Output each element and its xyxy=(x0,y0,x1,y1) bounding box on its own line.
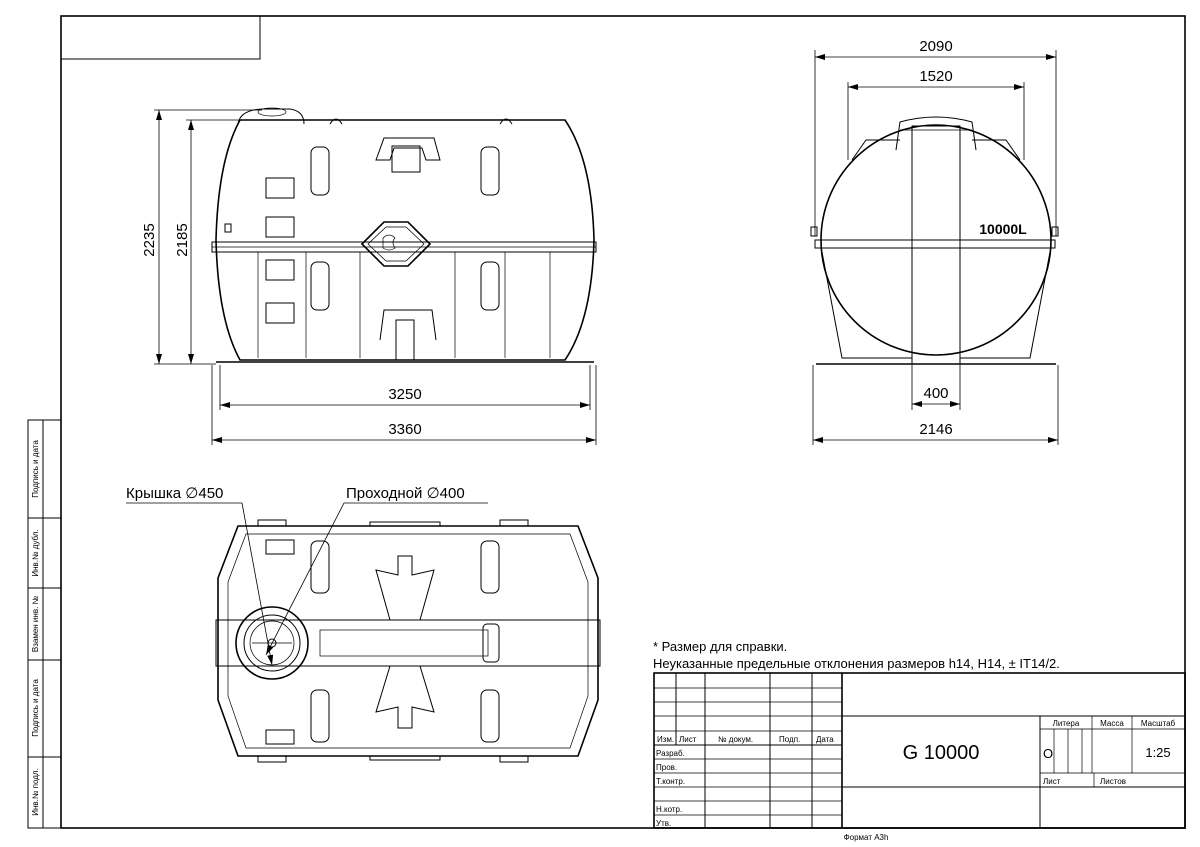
side-stamp-label-1: Подпись и дата xyxy=(31,440,40,498)
top-view-callouts: Крышка ∅450 Проходной ∅400 xyxy=(126,485,488,666)
tank-capacity-label: 10000L xyxy=(979,221,1027,237)
note-reference-size: * Размер для справки. xyxy=(653,639,787,654)
tb-header-signature: Подп. xyxy=(779,735,800,744)
dim-front-total-width: 2146 xyxy=(919,421,952,438)
top-view xyxy=(215,519,601,763)
tb-header-docnum: № докум. xyxy=(718,735,753,744)
tb-mass-label: Масса xyxy=(1100,719,1124,728)
dim-front-top-width: 2090 xyxy=(919,38,952,55)
tb-role-checker: Пров. xyxy=(656,763,677,772)
dim-side-total-height: 2235 xyxy=(141,223,158,256)
drawing-frame xyxy=(60,15,1186,829)
side-view-dimensions: 2235 2185 3250 3360 xyxy=(141,109,597,445)
side-stamp-label-4: Подпись и дата xyxy=(31,679,40,737)
format-label: Формат А3h xyxy=(844,833,889,842)
dim-side-body-height: 2185 xyxy=(174,223,191,256)
tb-sheet-label: Лист xyxy=(1043,777,1061,786)
corner-stamp-box xyxy=(60,15,261,60)
tb-role-developer: Разраб. xyxy=(656,749,685,758)
side-stamp-label-5: Инв.№ подл. xyxy=(31,768,40,816)
tb-scale-label: Масштаб xyxy=(1141,719,1176,728)
tb-header-sheet: Лист xyxy=(679,735,697,744)
title-block: Изм. Лист № докум. Подп. Дата Разраб. Пр… xyxy=(653,672,1186,829)
front-view-dimensions: 2090 1520 400 2146 xyxy=(812,38,1059,445)
note-tolerances: Неуказанные предельные отклонения размер… xyxy=(653,656,1060,671)
tb-role-approved: Утв. xyxy=(656,819,671,828)
tb-designation: G 10000 xyxy=(903,742,980,764)
tb-role-tech-control: Т.контр. xyxy=(656,777,685,786)
tb-header-date: Дата xyxy=(816,735,834,744)
tb-header-change: Изм. xyxy=(657,735,674,744)
callout-lid: Крышка ∅450 xyxy=(126,485,223,502)
side-view xyxy=(211,107,597,363)
dim-front-band-width: 400 xyxy=(923,385,948,402)
side-stamp: Подпись и дата Инв.№ дубл. Взамен инв. №… xyxy=(27,419,62,829)
dim-side-inner-length: 3250 xyxy=(388,386,421,403)
tb-litera-value: О xyxy=(1043,746,1053,761)
side-stamp-label-2: Инв.№ дубл. xyxy=(31,529,40,576)
dim-side-total-length: 3360 xyxy=(388,421,421,438)
side-stamp-label-3: Взамен инв. № xyxy=(31,595,40,652)
tb-litera-label: Литера xyxy=(1053,719,1080,728)
tb-role-norm-control: Н.котр. xyxy=(656,805,682,814)
front-view: 10000L xyxy=(810,116,1059,365)
tb-scale-value: 1:25 xyxy=(1145,745,1170,760)
callout-manhole: Проходной ∅400 xyxy=(346,485,465,502)
dim-front-body-width: 1520 xyxy=(919,68,952,85)
tb-sheets-label: Листов xyxy=(1100,777,1126,786)
